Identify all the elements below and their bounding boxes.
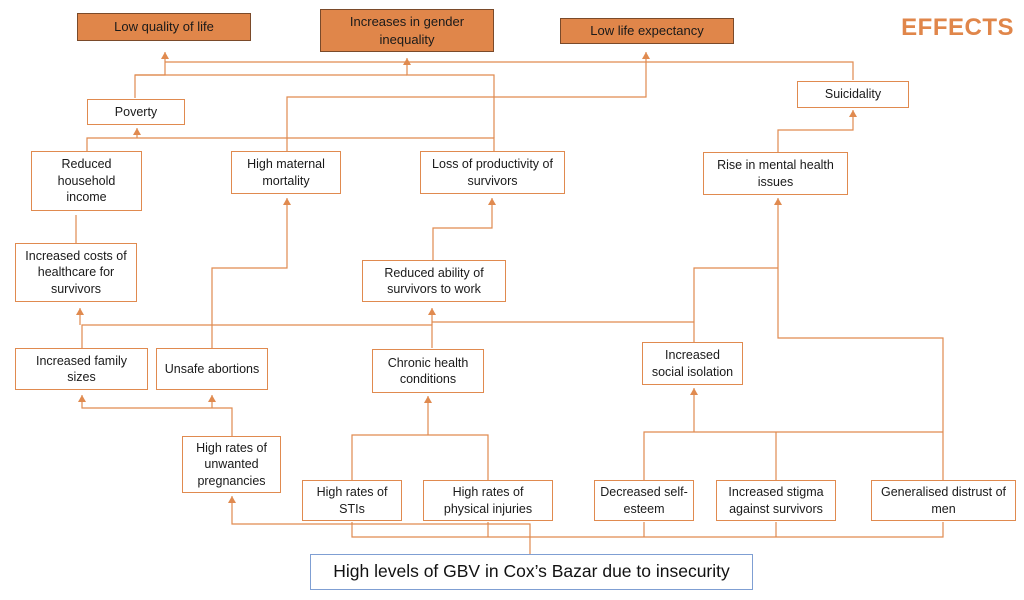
node-chronic-health-conditions: Chronic health conditions bbox=[372, 349, 484, 393]
connector bbox=[529, 522, 944, 555]
node-reduced-ability-to-work: Reduced ability of survivors to work bbox=[362, 260, 506, 302]
connector bbox=[432, 198, 496, 260]
connector bbox=[286, 52, 650, 152]
node-high-rates-physical-injuries: High rates of physical injuries bbox=[423, 480, 553, 521]
node-high-rates-stis: High rates of STIs bbox=[302, 480, 402, 521]
connector bbox=[81, 324, 433, 348]
node-low-life-expectancy: Low life expectancy bbox=[560, 18, 734, 44]
node-unsafe-abortions: Unsafe abortions bbox=[156, 348, 268, 390]
connector bbox=[643, 431, 943, 480]
connector bbox=[228, 496, 531, 537]
node-rise-in-mental-health-issues: Rise in mental health issues bbox=[703, 152, 848, 195]
node-increased-costs-of-healthcare: Increased costs of healthcare for surviv… bbox=[15, 243, 137, 302]
node-increases-gender-inequality: Increases in gender inequality bbox=[320, 9, 494, 52]
connector bbox=[774, 198, 944, 480]
connector bbox=[351, 522, 530, 538]
node-generalised-distrust: Generalised distrust of men bbox=[871, 480, 1016, 521]
node-root-cause: High levels of GBV in Cox’s Bazar due to… bbox=[310, 554, 753, 590]
node-high-maternal-mortality: High maternal mortality bbox=[231, 151, 341, 194]
connector bbox=[777, 110, 857, 152]
connector bbox=[403, 58, 495, 138]
node-increased-social-isolation: Increased social isolation bbox=[642, 342, 743, 385]
connector bbox=[86, 137, 495, 152]
connector bbox=[693, 267, 778, 342]
connector bbox=[165, 61, 854, 80]
node-suicidality: Suicidality bbox=[797, 81, 909, 108]
connector bbox=[211, 198, 291, 348]
node-increased-stigma: Increased stigma against survivors bbox=[716, 480, 836, 521]
node-low-quality-of-life: Low quality of life bbox=[77, 13, 251, 41]
diagram-title: EFFECTS bbox=[901, 14, 1014, 41]
connector bbox=[78, 395, 233, 436]
node-decreased-self-esteem: Decreased self-esteem bbox=[594, 480, 694, 521]
node-increased-family-sizes: Increased family sizes bbox=[15, 348, 148, 390]
connector bbox=[351, 434, 489, 480]
node-high-rates-unwanted-pregnancies: High rates of unwanted pregnancies bbox=[182, 436, 281, 493]
node-poverty: Poverty bbox=[87, 99, 185, 125]
node-loss-of-productivity: Loss of productivity of survivors bbox=[420, 151, 565, 194]
node-reduced-household-income: Reduced household income bbox=[31, 151, 142, 211]
